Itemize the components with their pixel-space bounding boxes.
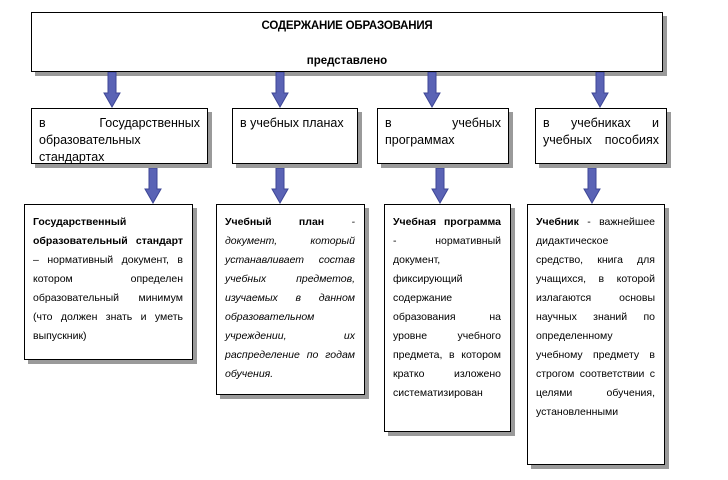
arrow-down-icon — [144, 168, 162, 204]
definition-term: Государственный образовательный стандарт — [33, 216, 183, 247]
definition-standard-box: Государственный образовательный стандарт… — [24, 204, 193, 360]
definition-textbook-box: Учебник - важнейшее дидактическое средст… — [527, 204, 665, 465]
category-label: в учебниках и учебных пособиях — [543, 116, 659, 147]
category-plans-box: в учебных планах — [232, 108, 358, 164]
definition-text: Учебный план - документ, который устанав… — [225, 213, 355, 384]
diagram-subtitle: представлено — [306, 55, 388, 67]
arrow-down-icon — [423, 72, 441, 108]
definition-text: Учебник - важнейшее дидактическое средст… — [536, 213, 655, 422]
definition-text: Государственный образовательный стандарт… — [33, 213, 183, 346]
category-label: в учебных программах — [385, 116, 501, 147]
category-textbooks-box: в учебниках и учебных пособиях — [535, 108, 667, 164]
definition-term: Учебник — [536, 216, 579, 228]
arrow-down-icon — [591, 72, 609, 108]
definition-program-box: Учебная программа - нормативный документ… — [384, 204, 511, 432]
arrow-down-icon — [103, 72, 121, 108]
definition-text: Учебная программа - нормативный документ… — [393, 213, 501, 403]
arrow-down-icon — [431, 168, 449, 204]
definition-plan-box: Учебный план - документ, который устанав… — [216, 204, 365, 395]
arrow-down-icon — [271, 168, 289, 204]
category-programs-box: в учебных программах — [377, 108, 509, 164]
definition-body: – нормативный документ, в котором опреде… — [33, 254, 183, 342]
arrow-down-icon — [271, 72, 289, 108]
definition-term: Учебная программа — [393, 216, 501, 228]
definition-body: - важнейшее дидактическое средство, книг… — [536, 216, 656, 418]
definition-term: Учебный план — [225, 216, 325, 228]
arrow-down-icon — [583, 168, 601, 204]
definition-body: - нормативный документ, фиксирующий соде… — [393, 235, 501, 399]
category-label: в Государственных образовательных станда… — [39, 116, 200, 164]
content-of-education-box: СОДЕРЖАНИЕ ОБРАЗОВАНИЯ представлено — [31, 12, 663, 72]
definition-body: - документ, который устанавливает состав… — [225, 216, 355, 380]
category-standards-box: в Государственных образовательных станда… — [31, 108, 208, 164]
category-label: в учебных планах — [240, 116, 344, 130]
diagram-title: СОДЕРЖАНИЕ ОБРАЗОВАНИЯ — [261, 20, 433, 32]
